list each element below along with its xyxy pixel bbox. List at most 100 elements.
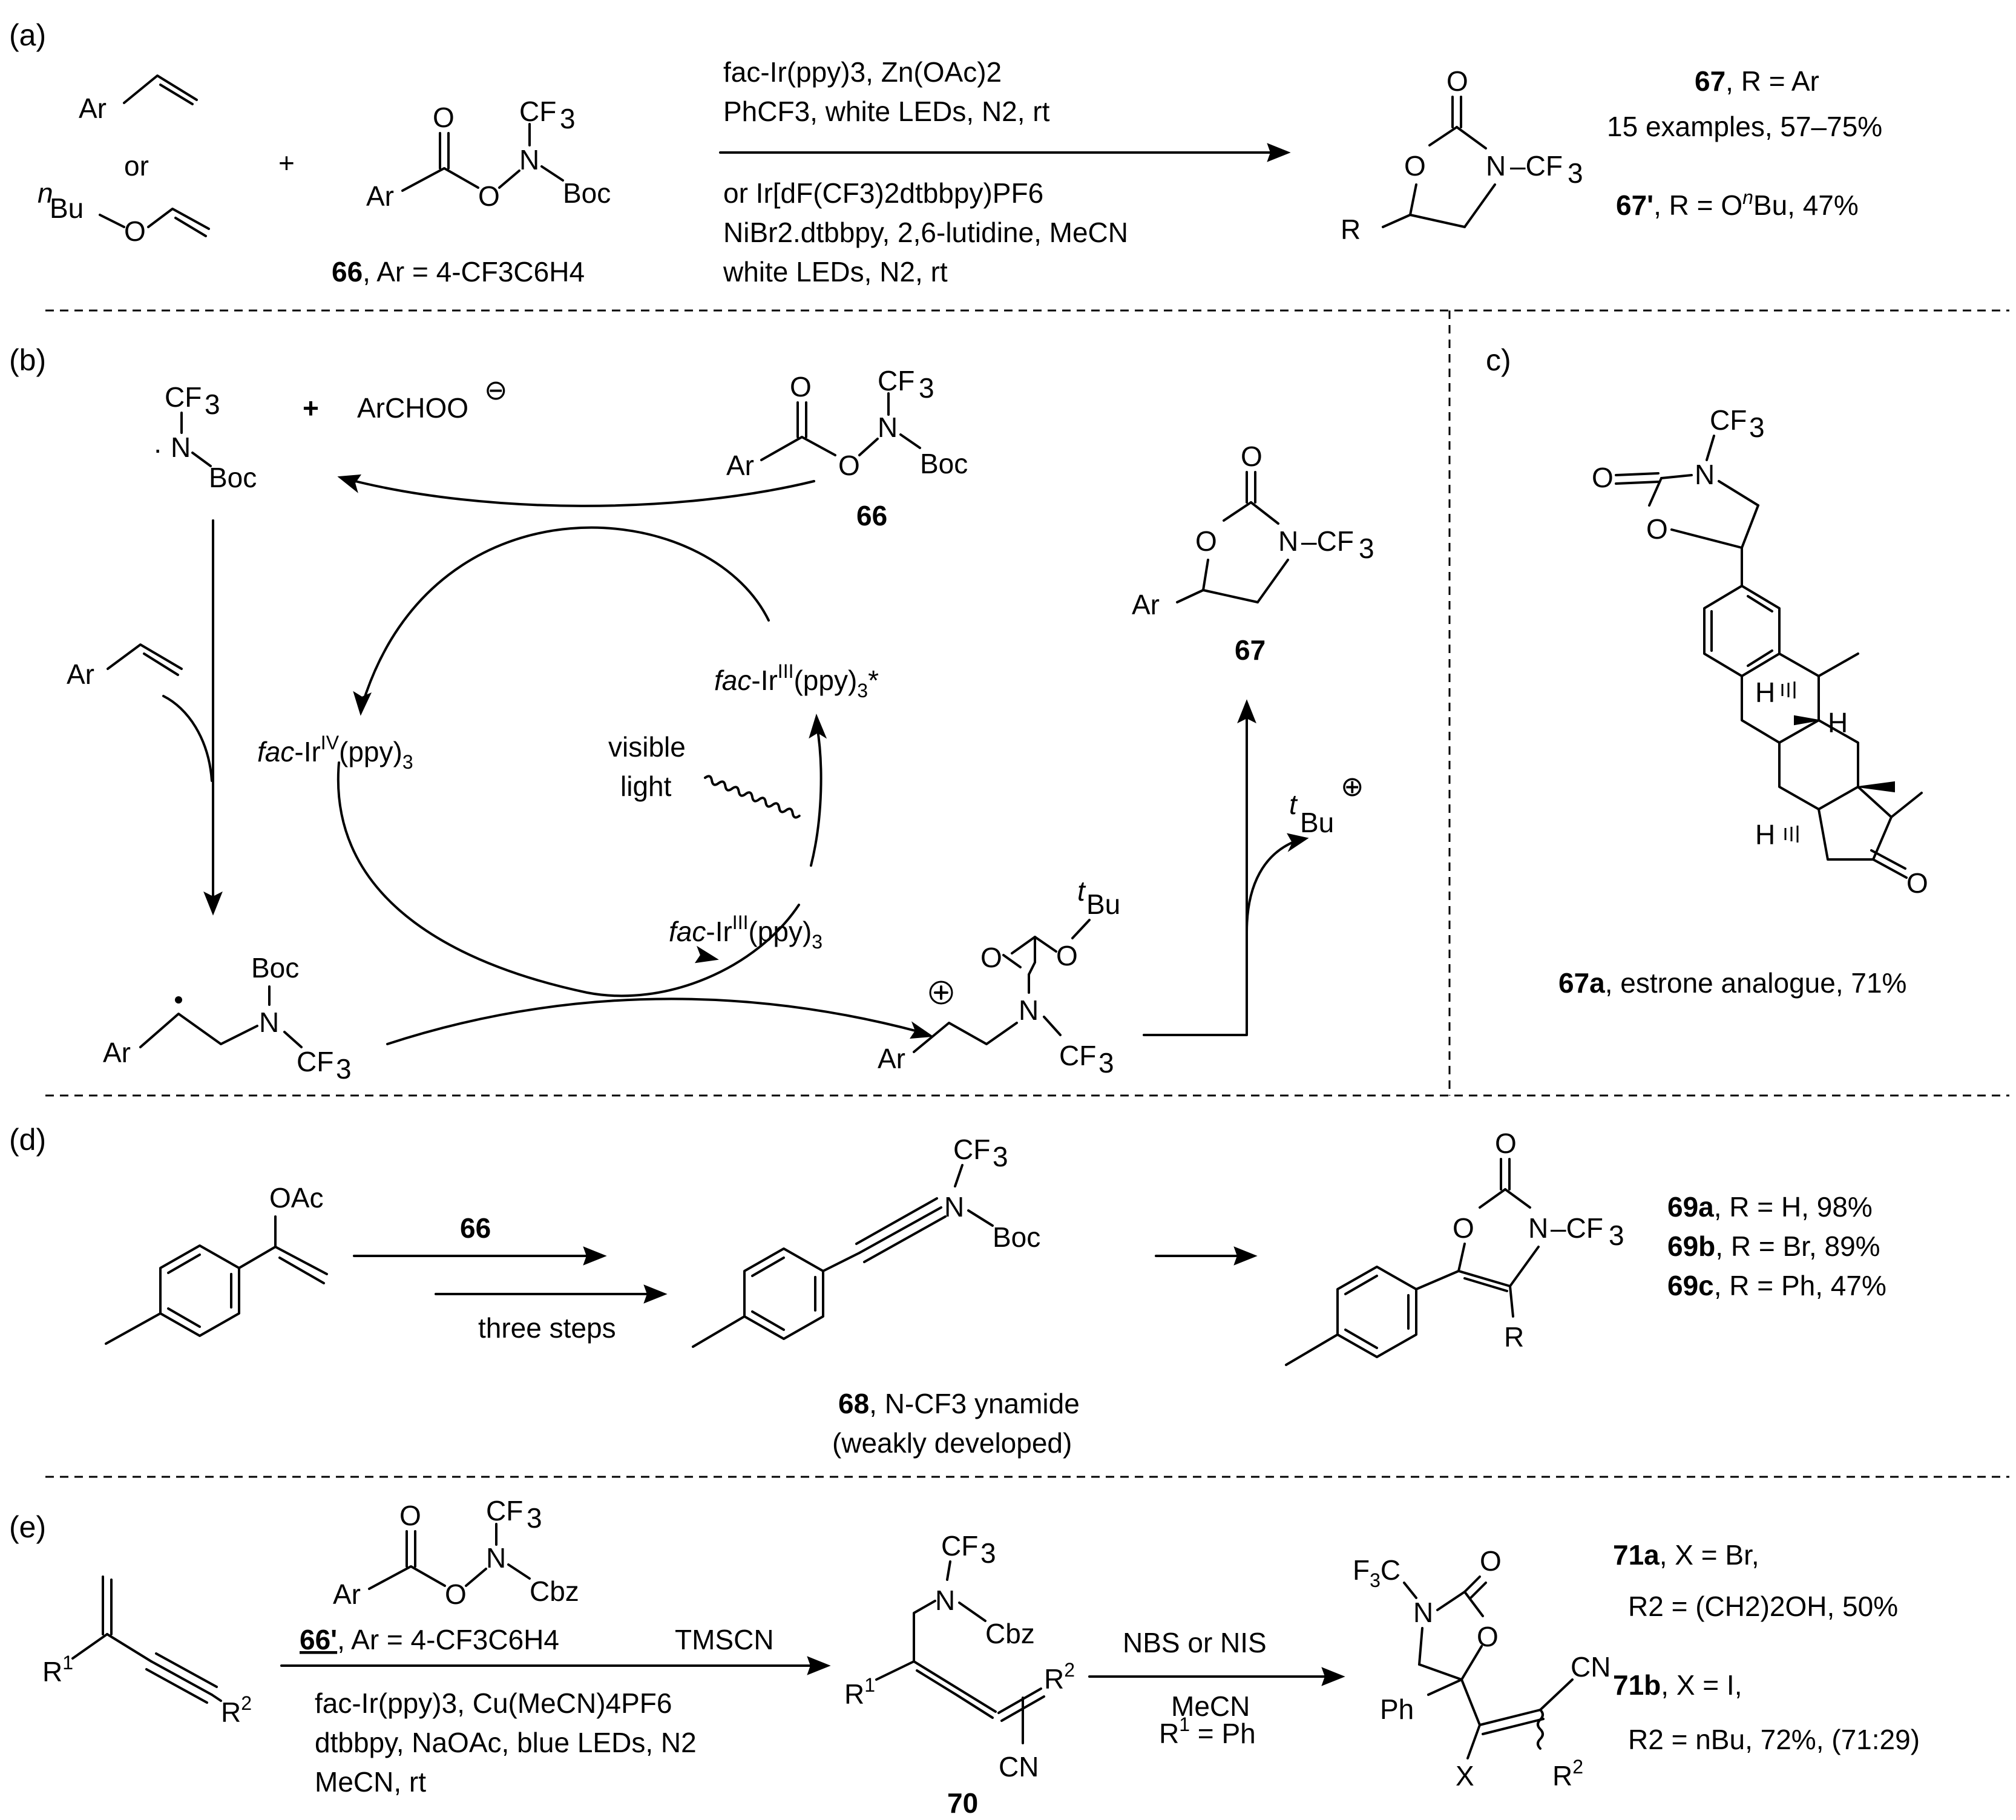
subscript: 3: [527, 1502, 542, 1534]
amidyl-radical-structure: CF 3 · N Boc: [153, 381, 257, 493]
atom-label: Ar: [366, 180, 394, 212]
radical-dot: [175, 996, 182, 1004]
atom-label: O: [399, 1500, 421, 1531]
arrow-tbu-loss: [1246, 840, 1296, 933]
atom-label: H: [1828, 707, 1848, 738]
atom-label: O: [1056, 940, 1078, 971]
atom-label: O: [433, 102, 455, 133]
tmscn-label: TMSCN: [675, 1624, 774, 1655]
atom-label: R2: [1044, 1659, 1075, 1695]
atom-label: CF: [486, 1495, 523, 1526]
atom-label: N: [1528, 1212, 1548, 1244]
atom-label: CN: [1571, 1651, 1611, 1683]
atom-label: O: [1495, 1128, 1517, 1159]
wavy-bond: [1537, 1709, 1544, 1750]
panel-label-b: (b): [9, 343, 46, 377]
product-69b: 69b, R = Br, 89%: [1667, 1230, 1880, 1262]
superscript: n: [38, 177, 53, 209]
stereo-hash: [1781, 682, 1796, 698]
atom-label: O: [790, 371, 812, 402]
atom-label: CN: [999, 1751, 1039, 1782]
e-step2-condition-1: NBS or NIS: [1123, 1627, 1267, 1658]
atom-label: O: [838, 450, 860, 481]
product-69c: 69c, R = Ph, 47%: [1667, 1270, 1886, 1301]
atom-label: Bu: [50, 192, 84, 224]
e-step2-condition-3: R1 = Ph: [1159, 1713, 1256, 1749]
atom-label: O: [1453, 1212, 1474, 1244]
atom-label: CF: [1059, 1040, 1096, 1071]
arrowhead: [809, 714, 827, 739]
aryl-alkene-structure-b: Ar: [67, 643, 183, 690]
arrowhead: [583, 1246, 607, 1266]
arrowhead: [807, 1656, 831, 1675]
alkyl-radical-structure: Boc N Ar CF 3: [103, 952, 352, 1085]
panel-a: Ar or n Bu O + O Ar O N CF 3: [38, 56, 1882, 287]
arrow-oxidation: [386, 997, 921, 1045]
atom-label: N: [486, 1542, 506, 1574]
atom-label: N: [1278, 525, 1298, 557]
arrowhead: [1237, 699, 1256, 724]
subscript: 3: [993, 1141, 1008, 1172]
product-67-label-b: 67: [1235, 634, 1266, 666]
atom-label: CF: [953, 1134, 990, 1165]
atom-label: Ar: [726, 450, 754, 481]
visible-label: visible: [608, 731, 686, 763]
ynamide-68-caption: 68, N-CF3 ynamide: [838, 1388, 1080, 1419]
atom-label: Boc: [993, 1221, 1040, 1253]
atom-label: R1: [844, 1674, 875, 1710]
compound-67a-caption: 67a, estrone analogue, 71%: [1558, 967, 1906, 999]
reagent-66p-structure: O Ar O N CF 3 Cbz: [333, 1495, 579, 1610]
ynamide-68-structure: CF 3 N Boc: [692, 1134, 1040, 1348]
atom-label: O: [1404, 150, 1426, 182]
butyl-vinyl-ether-structure: n Bu O: [38, 177, 210, 247]
subscript: 3: [560, 103, 576, 134]
panel-c: CF 3 N O O: [1558, 404, 1928, 999]
arrowhead: [1287, 833, 1309, 852]
panel-label-a: (a): [9, 18, 46, 52]
atom-label: R: [1504, 1321, 1524, 1353]
atom-label: O: [1646, 513, 1668, 545]
arrowhead: [337, 474, 362, 493]
reagent-66-caption: 66, Ar = 4-CF3C6H4: [332, 256, 585, 287]
cycle-arc-top: [362, 526, 770, 703]
or-label: or: [124, 150, 149, 182]
subscript: 3: [336, 1053, 352, 1085]
atom-label: –CF: [1510, 150, 1563, 182]
atom-label: –CF: [1301, 525, 1354, 557]
panel-d: OAc 66 three steps CF 3 N Boc: [105, 1128, 1886, 1459]
aryl-alkene-structure: Ar: [79, 74, 198, 124]
atom-label: O: [1906, 867, 1928, 899]
atom-label: CF: [878, 365, 914, 396]
oxazolone-69-structure: O O N –CF 3 R: [1285, 1128, 1624, 1366]
stereo-hash: [1784, 826, 1799, 843]
arrowhead: [1267, 143, 1291, 162]
arrow-cyclization: [1143, 710, 1248, 1036]
atom-label: O: [1241, 441, 1262, 472]
panel-label-d: (d): [9, 1123, 46, 1157]
plus-sign: +: [278, 147, 295, 179]
cycle-arc-bottom: [337, 761, 800, 997]
atom-label: R2: [1552, 1756, 1583, 1792]
reagent-66-structure: O Ar O N CF 3 Boc: [366, 96, 611, 212]
ir-iii-excited-species: fac-IrIII(ppy)3*: [714, 660, 879, 701]
atom-label: N: [935, 1585, 955, 1616]
product-71b-r2: R2 = nBu, 72%, (71:29): [1628, 1724, 1920, 1755]
oxazolidinone-67-structure-b: O O N –CF 3 Ar: [1132, 441, 1374, 620]
arrowhead: [353, 691, 372, 716]
atom-label: N: [1413, 1597, 1433, 1628]
atom-label: Boc: [563, 177, 611, 209]
atom-label: R1: [42, 1652, 73, 1687]
atom-label: CF: [1710, 404, 1747, 436]
atom-label: Cbz: [530, 1575, 579, 1607]
subscript: 3: [919, 372, 934, 404]
enyne-structure: R1 R2: [42, 1575, 252, 1728]
product-67-label: 67, R = Ar: [1695, 65, 1819, 97]
light-wavy-line: [704, 775, 801, 819]
a-condition-4: NiBr2.dtbbpy, 2,6-lutidine, MeCN: [723, 217, 1128, 248]
e-condition-2: dtbbpy, NaOAc, blue LEDs, N2: [315, 1727, 697, 1758]
stereo-wedge: [1857, 781, 1895, 793]
atom-label: R2: [221, 1692, 252, 1728]
atom-label: –CF: [1551, 1212, 1603, 1244]
atom-label: N: [1695, 459, 1715, 490]
